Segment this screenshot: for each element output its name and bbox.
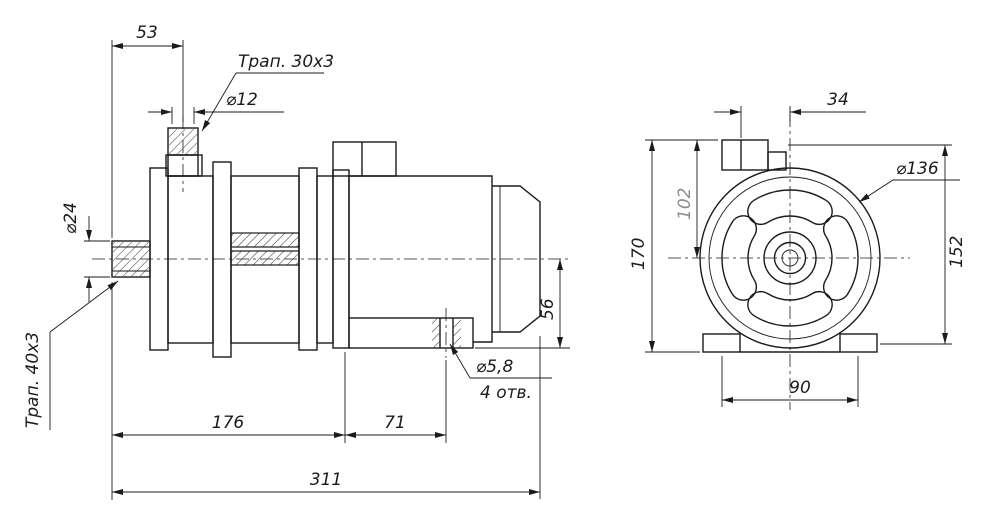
thread-shaft-label: Трап. 40x3 <box>23 332 43 428</box>
side-view-dimensions: 53 Трап. 30x3 ⌀12 ⌀24 Трап. 40x3 56 ⌀5,8… <box>23 23 570 500</box>
thread-top-label: Трап. 30x3 <box>238 52 334 72</box>
hole-count-label: 4 отв. <box>480 383 532 403</box>
dim-176-label: 176 <box>212 413 245 433</box>
dim-71-label: 71 <box>384 413 406 433</box>
dim-90-label: 90 <box>789 378 811 398</box>
side-view-centerlines <box>92 116 568 358</box>
dim-dia12-label: ⌀12 <box>226 90 258 110</box>
dim-53-label: 53 <box>136 23 158 43</box>
front-view-dimensions: 34 102 170 152 ⌀136 90 <box>629 90 967 407</box>
dim-170-label: 170 <box>629 238 649 270</box>
front-view-body <box>699 139 881 353</box>
dim-311-label: 311 <box>310 470 342 490</box>
dim-dia136-label: ⌀136 <box>896 159 939 179</box>
hole-dia-label: ⌀5,8 <box>476 357 513 377</box>
dim-152-label: 152 <box>947 236 967 268</box>
dim-34-label: 34 <box>827 90 849 110</box>
dim-56-label: 56 <box>538 298 558 320</box>
front-view-centerlines <box>668 114 910 410</box>
dim-dia24-label: ⌀24 <box>61 202 81 234</box>
side-view-body <box>111 127 541 358</box>
dim-102-label: 102 <box>675 188 695 220</box>
